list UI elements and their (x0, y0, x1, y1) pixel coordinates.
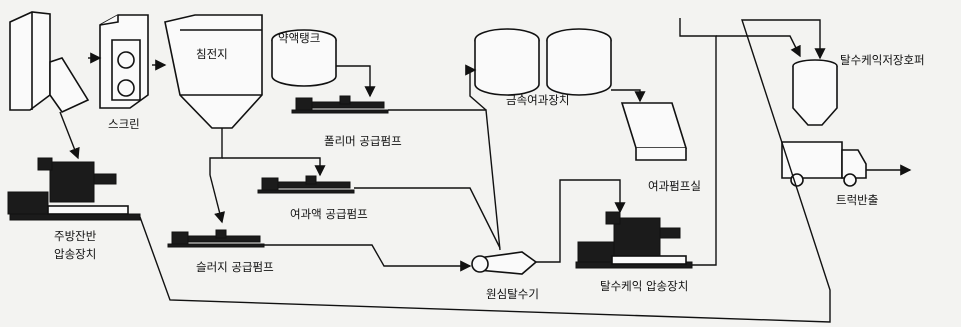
label-filtrate-pump: 여과액 공급펌프 (290, 207, 368, 221)
label-sludge-pump: 슬러지 공급펌프 (196, 260, 274, 274)
truck-icon (781, 141, 867, 187)
filtrate-pump-icon (257, 175, 355, 194)
label-screen: 스크린 (108, 117, 140, 131)
label-metal-filter: 금속여과장치 (506, 93, 569, 107)
flow-lines (59, 18, 912, 323)
label-chemical-tank: 약액탱크 (278, 31, 320, 45)
centrifuge-icon (471, 251, 538, 275)
label-cake-hopper: 탈수케익저장호퍼 (840, 53, 925, 67)
cake-storage-hopper (792, 59, 838, 126)
grit-chamber (164, 14, 263, 129)
crusher-transfer-unit (7, 157, 141, 221)
label-centrifuge: 원심탈수기 (486, 287, 539, 301)
sludge-pump-icon (167, 229, 265, 248)
chemical-tank (271, 29, 337, 87)
label-crusher-line1: 주방잔반 (54, 229, 97, 243)
label-grit-chamber: 침전지 (196, 47, 228, 61)
label-polymer-pump: 폴리머 공급펌프 (324, 134, 402, 148)
polymer-pump-icon (291, 95, 389, 114)
label-crusher-line2: 압송장치 (54, 247, 96, 261)
label-filtrate-room: 여과펌프실 (648, 179, 701, 193)
inlet-hopper (9, 11, 90, 114)
filtrate-room-box (620, 102, 688, 161)
screen-unit (99, 14, 149, 109)
label-cake-transfer: 탈수케익 압송장치 (600, 279, 688, 293)
label-truck-out: 트럭반출 (836, 193, 878, 207)
metal-filter-tanks (474, 28, 612, 96)
cake-transfer-unit (575, 211, 693, 269)
